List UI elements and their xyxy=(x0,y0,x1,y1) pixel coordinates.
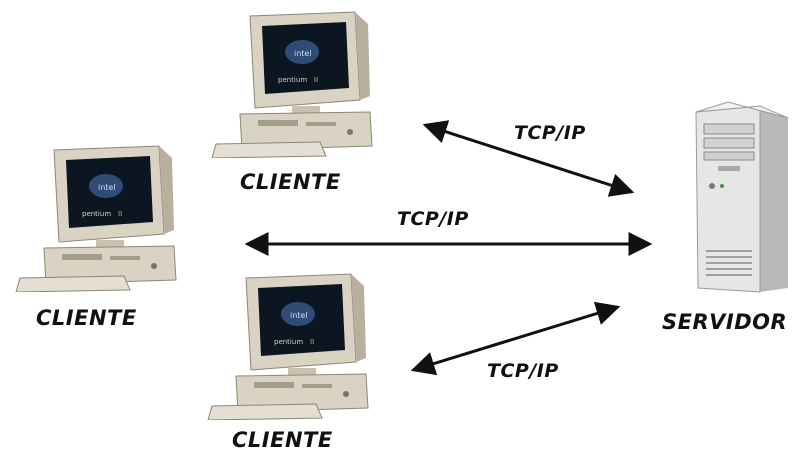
node-label-server: SERVIDOR xyxy=(662,310,788,334)
server-tower xyxy=(695,101,789,293)
client-computer-left: intel pentium II xyxy=(15,145,177,292)
svg-text:intel: intel xyxy=(290,311,308,320)
client-computer-top: intel pentium II xyxy=(211,11,373,158)
server-icon xyxy=(695,101,789,293)
client-computer-bottom: intel pentium II xyxy=(207,273,369,420)
node-label-client-top: CLIENTE xyxy=(240,170,341,194)
edge-label-bottom: TCP/IP xyxy=(487,360,559,382)
svg-text:pentium: pentium xyxy=(82,210,111,218)
computer-icon: intel pentium II xyxy=(207,273,369,420)
svg-text:II: II xyxy=(314,76,318,84)
edge-label-middle: TCP/IP xyxy=(397,208,469,230)
computer-icon: intel pentium II xyxy=(211,11,373,158)
node-label-client-bottom: CLIENTE xyxy=(232,428,333,452)
svg-text:II: II xyxy=(310,338,314,346)
svg-text:II: II xyxy=(118,210,122,218)
edge-arrow-bottom xyxy=(410,301,621,376)
edge-label-top: TCP/IP xyxy=(514,122,586,144)
svg-text:intel: intel xyxy=(98,183,116,192)
edge-arrow-top xyxy=(422,120,635,197)
node-label-client-left: CLIENTE xyxy=(36,306,137,330)
svg-text:intel: intel xyxy=(294,49,312,58)
svg-text:pentium: pentium xyxy=(274,338,303,346)
computer-icon: intel pentium II xyxy=(15,145,177,292)
svg-text:pentium: pentium xyxy=(278,76,307,84)
